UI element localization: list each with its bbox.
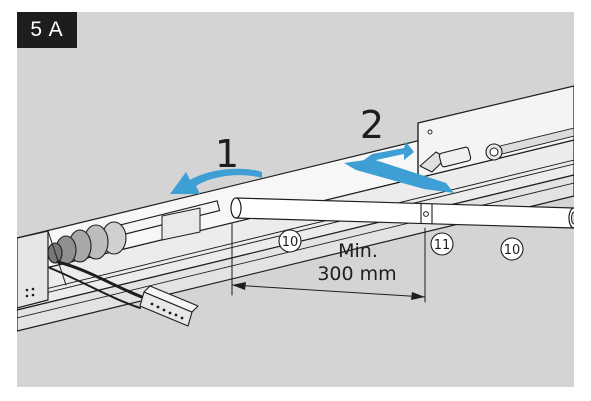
- part-number-label: 10: [282, 235, 299, 250]
- step-badge: 5 A: [17, 12, 77, 48]
- end-cap-edge: [47, 230, 67, 286]
- dimension-label-line1: Min.: [338, 240, 378, 262]
- connector-plug: [139, 285, 199, 327]
- carriage-clamp: [419, 143, 503, 173]
- part-number-label: 11: [434, 238, 451, 253]
- rail-groove-line: [17, 159, 574, 297]
- housing-screw: [427, 129, 433, 135]
- end-cap-dots: [25, 287, 35, 298]
- dimension-label-line2: 300 mm: [317, 263, 396, 285]
- arrow-2-icon: [344, 142, 454, 193]
- drive-tube: [230, 197, 574, 229]
- bracket: [161, 207, 201, 241]
- part-number-label: 10: [504, 243, 521, 258]
- part-marker-10-right: [500, 237, 524, 261]
- arrow-1-icon: [170, 168, 262, 194]
- callout-step-2: 2: [360, 103, 384, 147]
- end-cap: [17, 230, 49, 309]
- dimension-line: [231, 223, 426, 303]
- part-marker-10-left: [278, 229, 302, 253]
- cable: [56, 260, 152, 302]
- cable-2: [49, 267, 141, 309]
- callout-step-1: 1: [215, 132, 239, 176]
- part-marker-11: [430, 232, 454, 256]
